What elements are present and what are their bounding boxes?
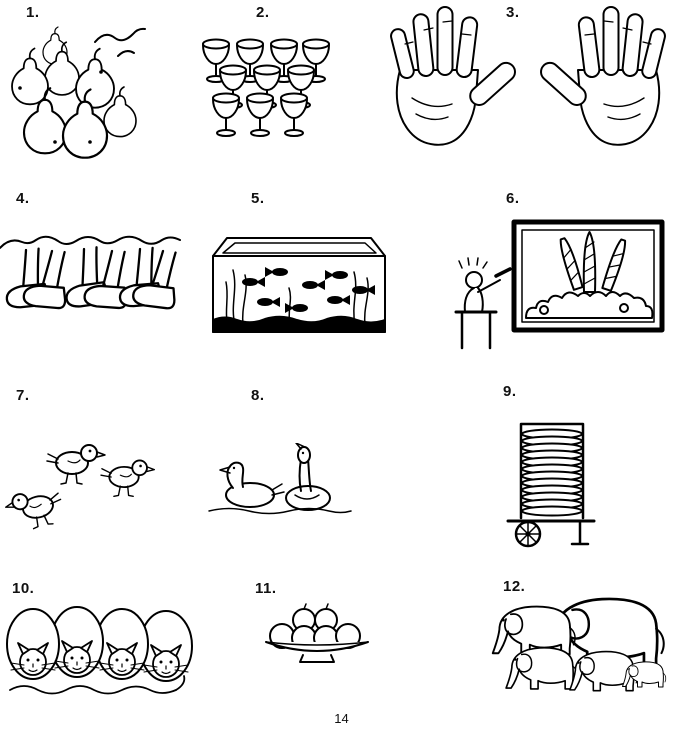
item-8-number: 8. — [251, 387, 265, 404]
kittens-illustration — [6, 606, 193, 695]
hands-illustration — [388, 6, 668, 146]
item-12-number: 12. — [503, 578, 526, 595]
item-9-number: 9. — [503, 383, 517, 400]
fruit-plate-illustration — [265, 603, 369, 663]
item-5-number: 5. — [251, 190, 265, 207]
plate-cart-illustration — [506, 422, 596, 548]
elephants-illustration — [491, 597, 667, 692]
ducks-illustration — [208, 443, 352, 515]
item-1-number: 1. — [26, 4, 40, 21]
item-2-number: 2. — [256, 4, 270, 21]
item-10-number: 10. — [12, 580, 35, 597]
item-6-number: 6. — [506, 190, 520, 207]
aquarium-illustration — [212, 237, 386, 333]
walking-legs-illustration — [0, 235, 182, 311]
item-7-number: 7. — [16, 387, 30, 404]
item-11-number: 11. — [255, 580, 277, 597]
rocket-launch-scene-illustration — [454, 219, 665, 350]
chicks-illustration — [2, 444, 156, 535]
gourds-illustration — [11, 26, 146, 159]
item-3-number: 3. — [506, 4, 520, 21]
item-4-number: 4. — [16, 190, 30, 207]
page-number: 14 — [334, 711, 349, 726]
goblets-illustration — [202, 38, 330, 137]
